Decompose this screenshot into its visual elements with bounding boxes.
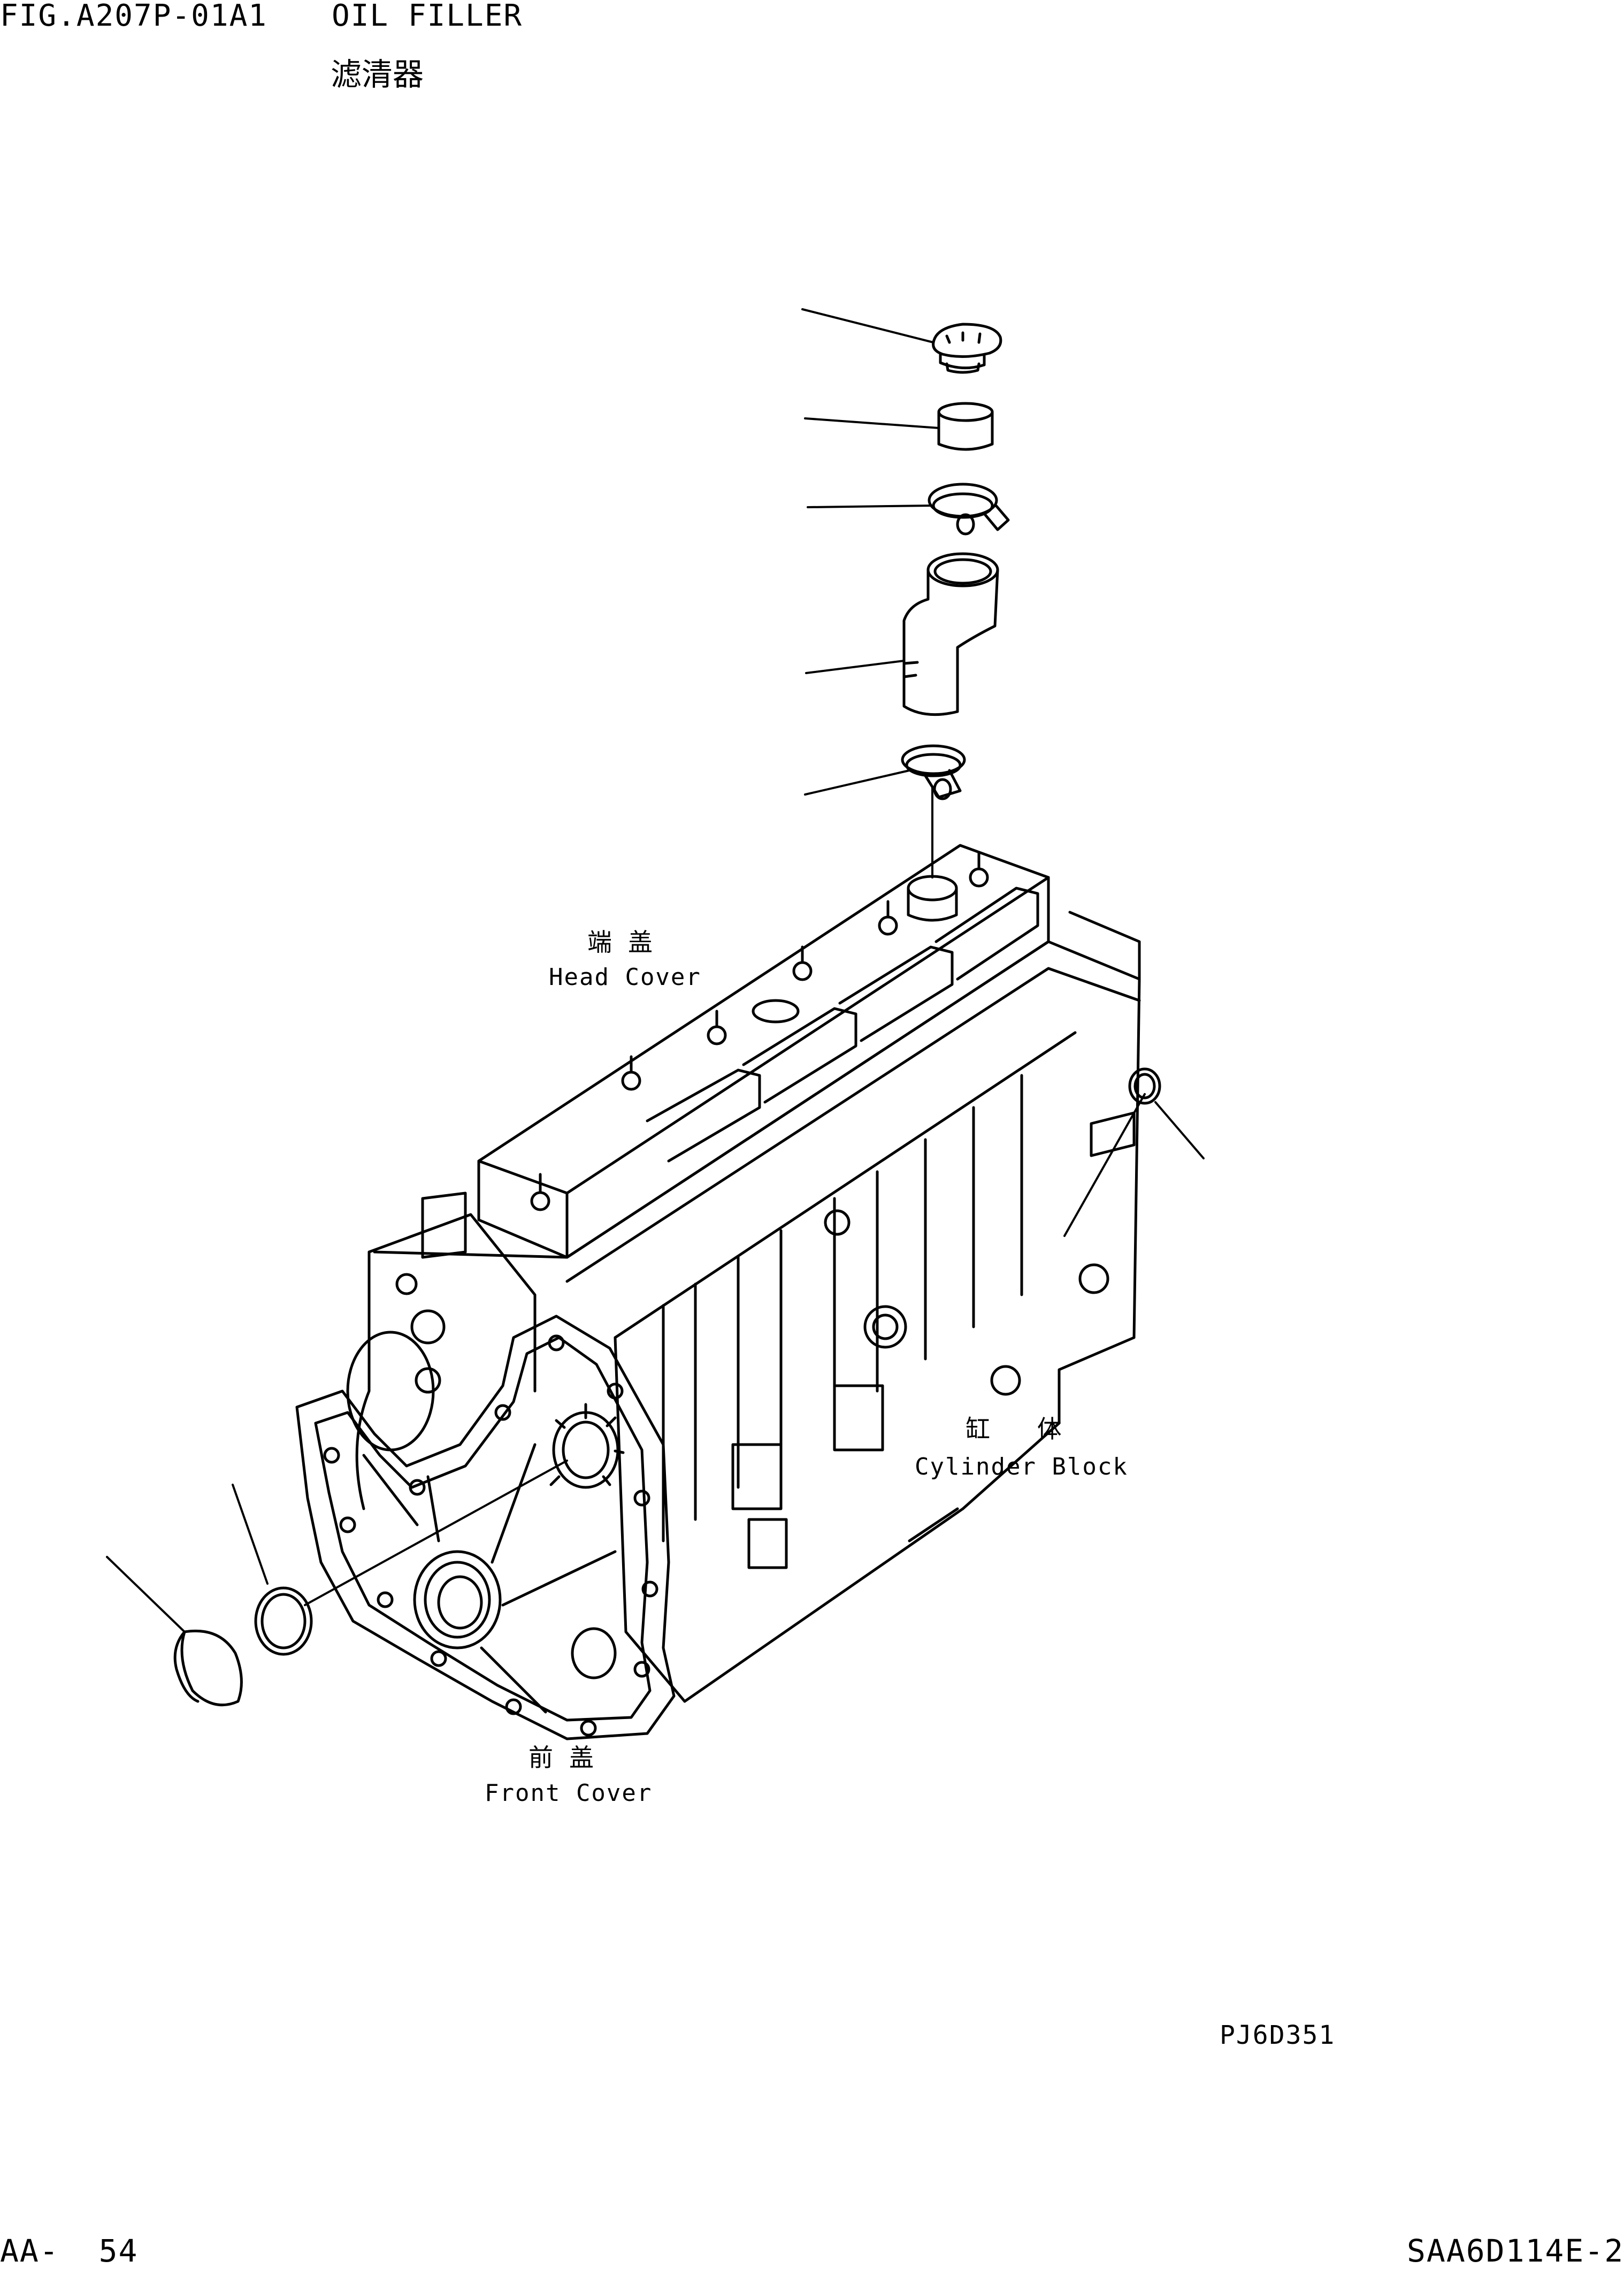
oil-filler-cap <box>933 324 1001 372</box>
engine-block-top <box>374 912 1139 1338</box>
side-o-ring <box>1130 1069 1160 1103</box>
drawing-code: PJ6D351 <box>1220 2020 1336 2050</box>
figure-title-chinese: 滤清器 <box>331 56 424 93</box>
front-cover-label-en: Front Cover <box>485 1779 653 1807</box>
engine-cylinder-block <box>357 1075 1134 1701</box>
front-cover-label-cn: 前盖 <box>528 1743 610 1772</box>
page-reference: AA- 54 <box>0 2233 139 2269</box>
leader-lines <box>107 309 1204 1632</box>
figure-number: FIG.A207P-01A1 <box>0 0 268 33</box>
elbow-hose <box>904 554 998 715</box>
engine-head-cover <box>479 845 1048 1257</box>
head-cover-label-cn: 端盖 <box>587 928 669 957</box>
sleeve <box>939 403 992 449</box>
figure-title: OIL FILLER <box>332 0 523 33</box>
head-cover-label-en: Head Cover <box>549 964 701 991</box>
front-cover <box>297 1316 674 1739</box>
front-oil-seal <box>256 1588 311 1654</box>
upper-hose-clamp <box>929 484 1008 534</box>
model-code: SAA6D114E-2 <box>1407 2233 1624 2269</box>
cylinder-block-label-cn: 缸 体 <box>966 1415 1078 1443</box>
lower-hose-clamp <box>902 746 964 799</box>
front-plug-cap <box>175 1631 241 1705</box>
cylinder-block-label-en: Cylinder Block <box>915 1453 1128 1480</box>
